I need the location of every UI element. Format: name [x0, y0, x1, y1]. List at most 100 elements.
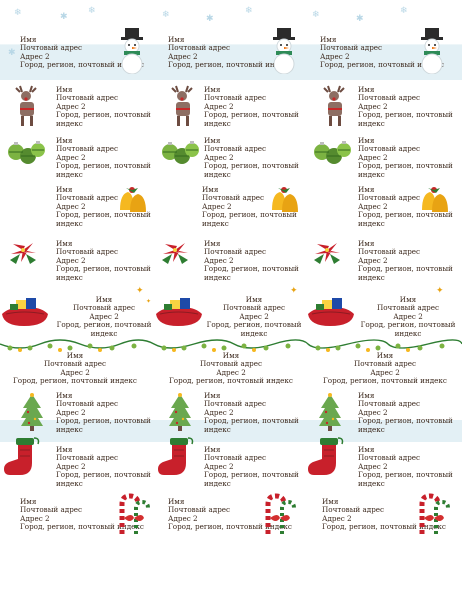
address-block: Имя Почтовый адрес Адрес 2 Город, регион… [56, 445, 151, 488]
poinsettia-icon [10, 243, 36, 264]
address-block: Имя Почтовый адрес Адрес 2 Город, регион… [310, 351, 460, 386]
address-label: Имя Почтовый адрес Адрес 2 Город, регион… [0, 232, 151, 284]
address-line: Почтовый адрес [56, 144, 119, 154]
address-label: Имя Почтовый адрес Адрес 2 Город, регион… [0, 388, 151, 436]
name-line: Имя [95, 295, 113, 304]
address-label: Имя Почтовый адрес Адрес 2 Город, регион… [156, 336, 306, 388]
name-line: Имя [56, 391, 73, 400]
name-line: Имя [358, 445, 375, 454]
address-line: Почтовый адрес [72, 303, 136, 313]
address-block: Имя Почтовый адрес Адрес 2 Город, регион… [56, 85, 151, 128]
address-label: Имя Почтовый адрес Адрес 2 Город, регион… [308, 388, 458, 436]
city-line: Город, регион, почтовый [358, 264, 453, 274]
address-label: Имя Почтовый адрес Адрес 2 Город, регион… [0, 336, 150, 388]
address-line: Почтовый адрес [56, 399, 119, 409]
address-block: Имя Почтовый адрес Адрес 2 Город, регион… [206, 295, 302, 338]
address-label: Имя Почтовый адрес Адрес 2 Город, регион… [156, 388, 306, 436]
address-line: Почтовый адрес [358, 453, 421, 463]
address-line: Почтовый адрес [358, 247, 421, 257]
address-label: Имя Почтовый адрес Адрес 2 Город, регион… [156, 132, 306, 180]
address-block: Имя Почтовый адрес Адрес 2 Город, регион… [358, 136, 453, 179]
address-line: Почтовый адрес [56, 453, 119, 463]
address2-line: Адрес 2 [358, 461, 388, 471]
address2-line: Адрес 2 [204, 407, 234, 417]
address-label: Имя Почтовый адрес Адрес 2 Город, регион… [148, 492, 298, 552]
name-line: Имя [204, 239, 221, 248]
address-label: Имя Почтовый адрес Адрес 2 Город, регион… [308, 132, 458, 180]
address-line: Почтовый адрес [204, 93, 267, 103]
index-line: индекс [56, 424, 83, 434]
stocking-icon [158, 437, 194, 475]
address-line: Почтовый адрес [199, 359, 263, 369]
city-line: Город, регион, почтовый [56, 110, 151, 120]
address-label: Имя Почтовый адрес Адрес 2 Город, регион… [156, 80, 306, 132]
city-line: Город, регион, почтовый индекс [13, 376, 137, 386]
snowman-icon [121, 28, 143, 74]
sparkle-icon: ✦ [146, 298, 152, 305]
name-line: Имя [202, 185, 219, 194]
name-line: Имя [20, 497, 37, 506]
address-line: Почтовый адрес [168, 43, 231, 53]
index-line: индекс [202, 218, 229, 228]
candy-canes-icon [419, 493, 450, 534]
address-block: Имя Почтовый адрес Адрес 2 Город, регион… [204, 445, 299, 488]
ornaments-icon [314, 141, 351, 164]
address-block: Имя Почтовый адрес Адрес 2 Город, регион… [204, 391, 299, 434]
name-line: Имя [320, 35, 337, 44]
index-line: индекс [204, 118, 231, 128]
index-line: индекс [204, 424, 231, 434]
address-line: Почтовый адрес [20, 43, 83, 53]
city-line: Город, регион, почтовый [358, 470, 453, 480]
address-line: Почтовый адрес [376, 303, 440, 313]
index-line: индекс [204, 478, 231, 488]
city-line: Город, регион, почтовый индекс [168, 522, 292, 532]
name-line: Имя [56, 445, 73, 454]
address2-line: Адрес 2 [168, 513, 198, 523]
name-line: Имя [222, 351, 240, 360]
address-line: Почтовый адрес [320, 43, 383, 53]
address2-line: Адрес 2 [56, 461, 86, 471]
christmas-tree-icon [169, 393, 191, 431]
snowflake-icon: ❄ [88, 6, 96, 16]
address-label: Имя Почтовый адрес Адрес 2 Город, регион… [306, 284, 456, 338]
address-line: Почтовый адрес [204, 144, 267, 154]
address-label: Имя Почтовый адрес Адрес 2 Город, регион… [156, 232, 306, 284]
label-row-candy-canes: Имя Почтовый адрес Адрес 2 Город, регион… [0, 492, 462, 552]
address-line: Почтовый адрес [322, 505, 385, 515]
index-line: индекс [358, 424, 385, 434]
name-line: Имя [204, 445, 221, 454]
address-block: Имя Почтовый адрес Адрес 2 Город, регион… [168, 35, 292, 70]
city-line: Город, регион, почтовый индекс [168, 60, 292, 70]
poinsettia-icon [314, 243, 340, 264]
address-line: Почтовый адрес [43, 359, 107, 369]
name-line: Имя [376, 351, 394, 360]
snowflake-icon: ✱ [206, 14, 214, 24]
city-line: Город, регион, почтовый [56, 161, 151, 171]
index-line: индекс [56, 478, 83, 488]
stocking-icon [4, 437, 40, 475]
address2-line: Адрес 2 [216, 367, 246, 377]
city-line: Город, регион, почтовый [358, 110, 453, 120]
address2-line: Адрес 2 [358, 407, 388, 417]
address-label: Имя Почтовый адрес Адрес 2 Город, регион… [308, 232, 458, 284]
city-line: Город, регион, почтовый [204, 470, 299, 480]
name-line: Имя [204, 85, 221, 94]
name-line: Имя [204, 136, 221, 145]
name-line: Имя [56, 185, 73, 194]
address-label: Имя Почтовый адрес Адрес 2 Город, регион… [302, 492, 452, 552]
address2-line: Адрес 2 [358, 255, 388, 265]
address2-line: Адрес 2 [204, 461, 234, 471]
snowflake-icon: ❄ [14, 8, 22, 18]
name-line: Имя [204, 391, 221, 400]
address-block: Имя Почтовый адрес Адрес 2 Город, регион… [204, 239, 299, 282]
name-line: Имя [358, 136, 375, 145]
address2-line: Адрес 2 [56, 201, 86, 211]
address-block: Имя Почтовый адрес Адрес 2 Город, регион… [56, 239, 151, 282]
address-block: Имя Почтовый адрес Адрес 2 Город, регион… [0, 351, 150, 386]
address2-line: Адрес 2 [56, 101, 86, 111]
index-line: индекс [56, 118, 83, 128]
address2-line: Адрес 2 [20, 513, 50, 523]
snow-band [0, 0, 462, 80]
label-row-bells: Имя Почтовый адрес Адрес 2 Город, регион… [0, 180, 462, 232]
